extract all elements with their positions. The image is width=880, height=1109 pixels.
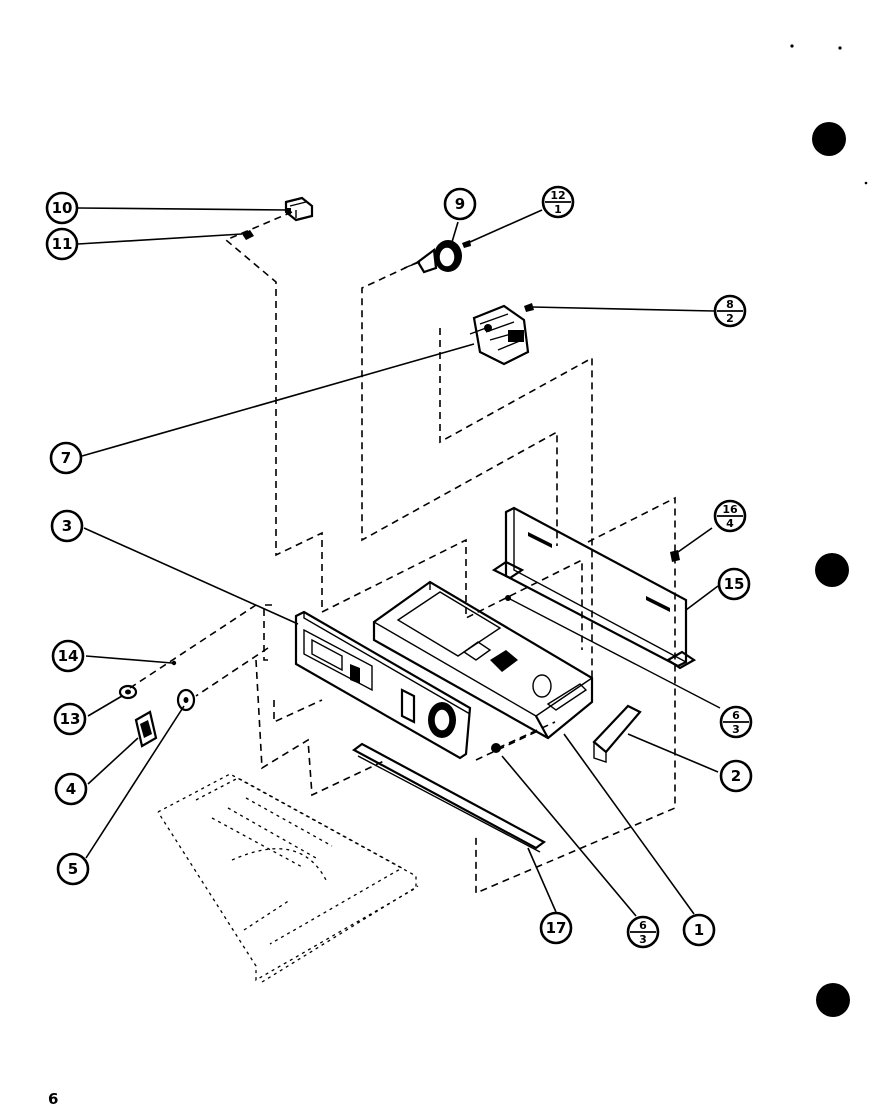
callout-6-3-bottom-bottom: 3 bbox=[639, 933, 647, 946]
assembly-guide-lines bbox=[129, 211, 676, 895]
callout-1-text: 1 bbox=[694, 921, 704, 939]
part-9-selector-knob bbox=[403, 240, 462, 274]
callout-13: 13 bbox=[53, 702, 87, 736]
callout-6-3-right-bottom: 3 bbox=[732, 723, 740, 736]
callout-5: 5 bbox=[56, 852, 90, 886]
callout-12-1: 12 1 bbox=[541, 185, 575, 219]
callout-17: 17 bbox=[539, 911, 573, 945]
part-17-trim-strip bbox=[351, 742, 547, 853]
cabinet-top-phantom bbox=[157, 773, 419, 983]
scan-speck bbox=[790, 44, 794, 48]
callout-6-3-right-top: 6 bbox=[732, 709, 740, 722]
callout-9-text: 9 bbox=[455, 195, 465, 213]
callout-1: 1 bbox=[682, 913, 716, 947]
callout-8-2: 8 2 bbox=[713, 294, 747, 328]
callout-16-4: 16 4 bbox=[713, 499, 747, 533]
callout-14-text: 14 bbox=[58, 647, 79, 665]
callout-10: 10 bbox=[45, 191, 79, 225]
part-7-timer bbox=[469, 304, 530, 366]
callout-16-4-bottom: 4 bbox=[726, 517, 734, 530]
callout-5-text: 5 bbox=[68, 860, 78, 878]
part-8-screw bbox=[524, 303, 534, 312]
callout-6-3-bottom-top: 6 bbox=[639, 919, 647, 932]
callout-4-text: 4 bbox=[66, 780, 76, 798]
binder-hole-bottom bbox=[816, 983, 850, 1017]
callout-12-1-bottom: 1 bbox=[554, 203, 562, 216]
callout-11-text: 11 bbox=[52, 235, 73, 253]
part-15-rear-bracket bbox=[491, 506, 697, 670]
callout-3-text: 3 bbox=[62, 517, 72, 535]
callout-2-text: 2 bbox=[731, 767, 741, 785]
part-5-washer bbox=[176, 688, 196, 712]
callout-15-text: 15 bbox=[724, 575, 745, 593]
callout-6-3-right: 6 3 bbox=[719, 705, 753, 739]
binder-hole-top bbox=[812, 122, 846, 156]
callout-16-4-top: 16 bbox=[722, 503, 738, 516]
callout-14: 14 bbox=[51, 639, 85, 673]
part-14-clip bbox=[171, 660, 177, 666]
callout-7-text: 7 bbox=[61, 449, 71, 467]
part-11-screw bbox=[242, 230, 254, 240]
part-6-lower-screw bbox=[491, 743, 501, 753]
callout-8-2-bottom: 2 bbox=[726, 312, 734, 325]
part-6-rod bbox=[505, 595, 721, 709]
callout-7: 7 bbox=[49, 441, 83, 475]
scan-speck bbox=[864, 181, 868, 185]
callout-12-1-top: 12 bbox=[550, 189, 565, 202]
callout-2: 2 bbox=[719, 759, 753, 793]
callout-15: 15 bbox=[717, 567, 751, 601]
page-number: 6 bbox=[48, 1090, 59, 1108]
leader-lines bbox=[77, 207, 719, 917]
callout-6-3-bottom: 6 3 bbox=[626, 915, 660, 949]
part-10-connector bbox=[284, 196, 314, 222]
callout-9: 9 bbox=[443, 187, 477, 221]
part-2-bar bbox=[592, 704, 642, 763]
part-1-console-housing bbox=[372, 580, 594, 740]
callout-10-text: 10 bbox=[52, 199, 73, 217]
callout-13-text: 13 bbox=[60, 710, 81, 728]
part-13-bushing bbox=[118, 684, 138, 700]
part-3-control-panel bbox=[294, 610, 472, 760]
scan-speck bbox=[838, 46, 842, 50]
callout-17-text: 17 bbox=[546, 919, 567, 937]
callout-3: 3 bbox=[50, 509, 84, 543]
callout-8-2-top: 8 bbox=[726, 298, 734, 311]
callout-4: 4 bbox=[54, 772, 88, 806]
binder-hole-middle bbox=[815, 553, 849, 587]
callout-11: 11 bbox=[45, 227, 79, 261]
part-12-screw bbox=[462, 240, 471, 248]
part-4-switch bbox=[134, 710, 158, 748]
part-16-screw bbox=[670, 550, 680, 562]
